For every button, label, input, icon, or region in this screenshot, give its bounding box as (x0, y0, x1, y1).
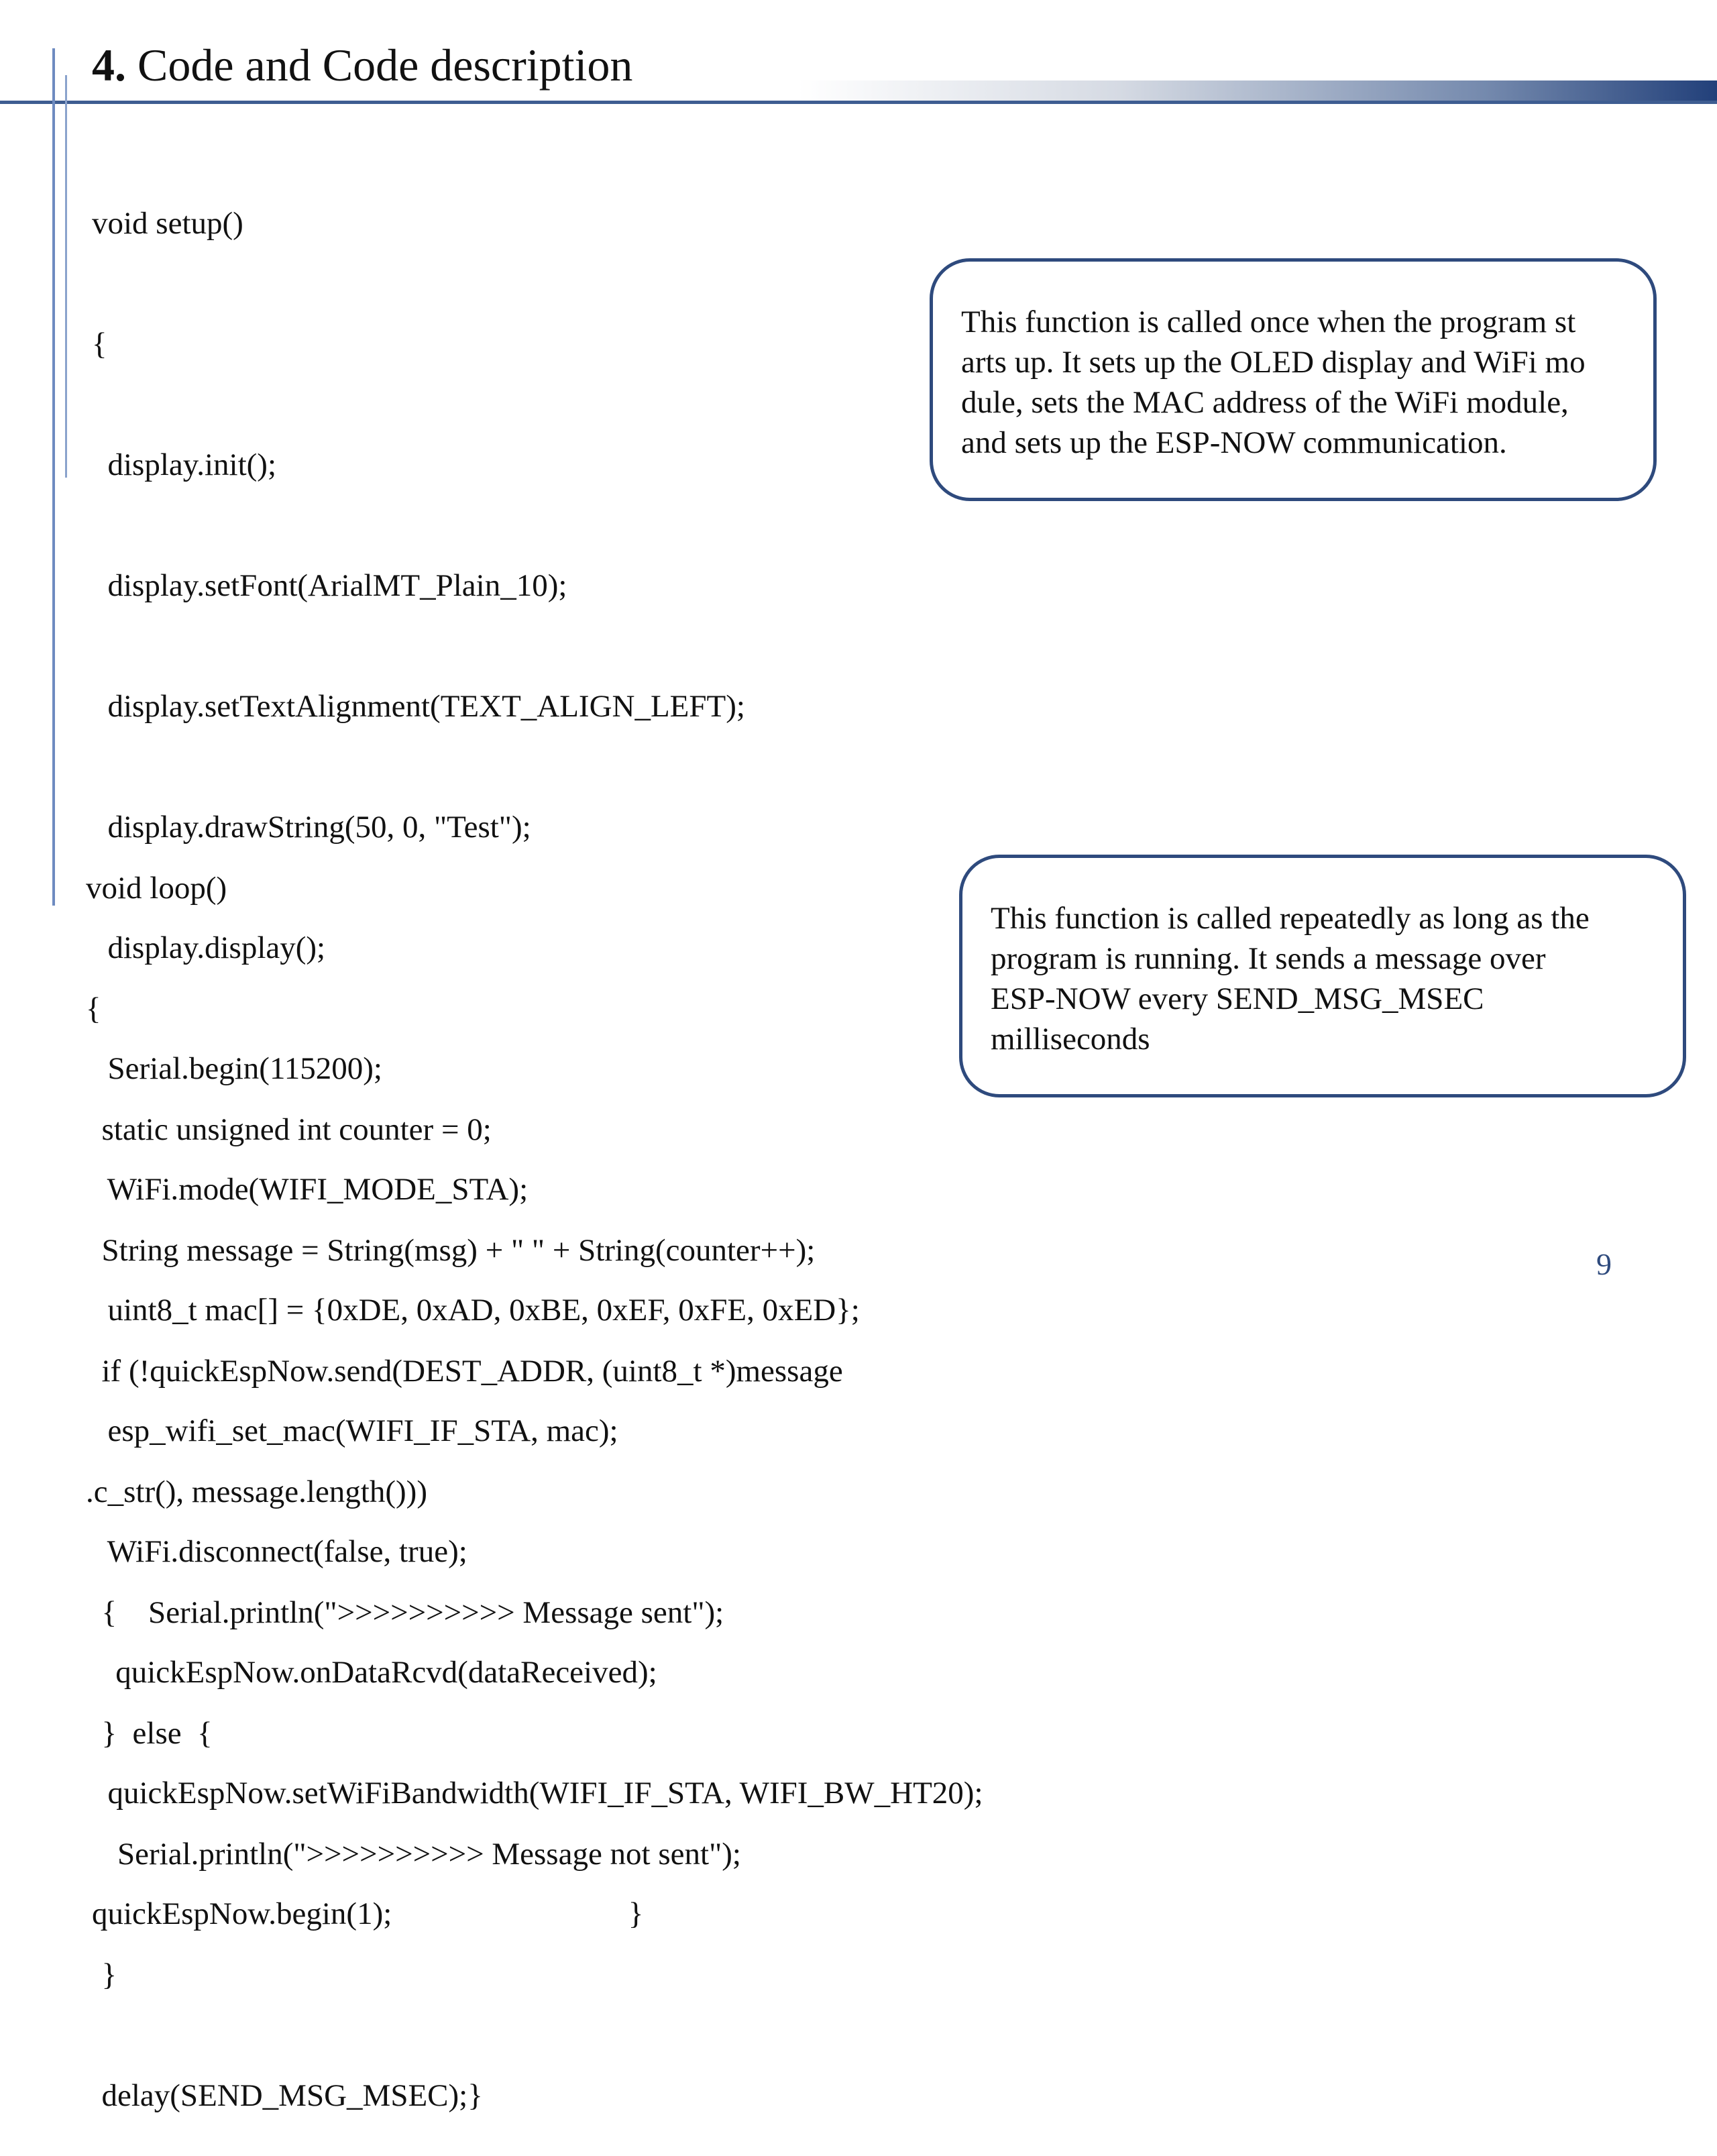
code-line: } else { (86, 1716, 213, 1751)
left-accent-line-inner (65, 75, 67, 478)
loop-code-block: void loop() { static unsigned int counte… (86, 788, 843, 2156)
description-line: arts up. It sets up the OLED display and… (961, 345, 1586, 380)
title-text: Code and Code description (126, 40, 633, 91)
loop-description-callout: This function is called repeatedly as lo… (959, 855, 1686, 1097)
code-line: Serial.println(">>>>>>>>>> Message not s… (86, 1837, 741, 1872)
description-line: dule, sets the MAC address of the WiFi m… (961, 385, 1569, 420)
description-line: and sets up the ESP-NOW communication. (961, 425, 1507, 460)
code-line: { (86, 991, 101, 1026)
code-line: { (92, 327, 107, 362)
description-line: milliseconds (991, 1022, 1150, 1057)
title-underline (0, 101, 1717, 104)
code-line: display.drawString(50, 0, "Test"); (92, 810, 531, 845)
code-line: String message = String(msg) + " " + Str… (86, 1233, 816, 1268)
page-number: 9 (1596, 1247, 1612, 1281)
code-line: { Serial.println(">>>>>>>>>> Message sen… (86, 1595, 724, 1630)
code-line: .c_str(), message.length())) (86, 1474, 427, 1509)
code-line: display.setFont(ArialMT_Plain_10); (92, 568, 567, 603)
title-number: 4. (92, 40, 126, 91)
title-gradient-bar (798, 80, 1717, 102)
code-line: display.setTextAlignment(TEXT_ALIGN_LEFT… (92, 689, 745, 724)
code-line: Serial.begin(115200); (92, 1051, 382, 1086)
code-line: WiFi.mode(WIFI_MODE_STA); (92, 1172, 529, 1207)
code-line: display.init(); (92, 447, 277, 482)
description-line: This function is called repeatedly as lo… (991, 901, 1590, 936)
code-line: void setup() (92, 206, 243, 241)
code-line: if (!quickEspNow.send(DEST_ADDR, (uint8_… (86, 1354, 843, 1389)
code-line: display.display(); (92, 930, 326, 965)
description-line: program is running. It sends a message o… (991, 941, 1546, 976)
description-line: ESP-NOW every SEND_MSG_MSEC (991, 981, 1484, 1016)
code-line: void loop() (86, 871, 227, 906)
code-line: } (86, 1957, 117, 1992)
code-line: delay(SEND_MSG_MSEC);} (86, 2078, 483, 2113)
code-line: static unsigned int counter = 0; (86, 1112, 492, 1147)
slide-title: 4. Code and Code description (92, 35, 632, 95)
left-accent-line (52, 48, 55, 906)
setup-description-callout: This function is called once when the pr… (930, 258, 1657, 501)
description-line: This function is called once when the pr… (961, 305, 1576, 339)
